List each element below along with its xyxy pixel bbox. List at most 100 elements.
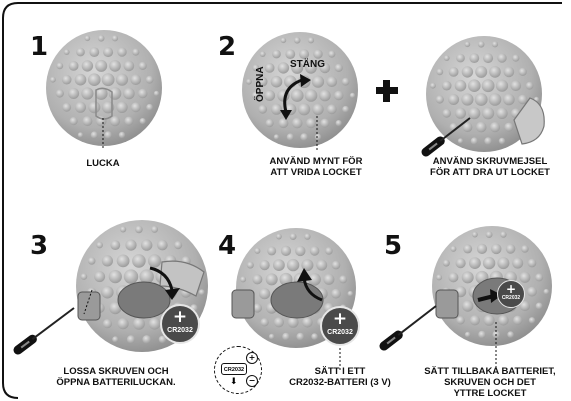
ball-dimple <box>463 244 472 253</box>
ball-dimple <box>448 272 458 282</box>
ball-dimple <box>430 83 436 89</box>
ball-dimple <box>88 73 101 86</box>
ball-dimple <box>258 105 267 114</box>
ball-dimple <box>500 231 506 237</box>
ball-dimple <box>455 80 467 92</box>
ball-dimple <box>138 89 148 99</box>
ball-dimple <box>313 49 322 58</box>
ball-dimple <box>312 76 324 88</box>
ball-dimple <box>112 35 118 41</box>
rotate-close-label: STÄNG <box>290 60 325 70</box>
ball-dimple <box>486 231 493 238</box>
ball-dimple <box>519 272 530 283</box>
ball-dimple <box>154 91 159 96</box>
ball-dimple <box>301 259 313 271</box>
ball-dimple <box>291 89 304 102</box>
ball-dimple <box>278 118 288 128</box>
battery-orientation-inset: CR2032 + − ⬇ <box>214 346 262 394</box>
ball-dimple <box>319 90 331 102</box>
battery-plus-sign: + <box>322 311 358 328</box>
ball-dimple <box>478 331 486 339</box>
rotate-open-label: ÖPPNA <box>256 66 266 102</box>
ball-dimple <box>496 80 508 92</box>
ball-dimple <box>89 47 99 57</box>
ball-dimple <box>102 73 115 86</box>
ball-dimple <box>450 246 456 252</box>
ball-dimple <box>519 68 527 76</box>
ball-dimple <box>483 53 493 63</box>
ball-dimple <box>336 120 342 126</box>
ball-dimple <box>512 258 523 269</box>
ball-dimple <box>148 254 161 267</box>
ball-dimple <box>472 232 478 238</box>
ball-dimple <box>448 94 459 105</box>
ball-dimple <box>327 104 337 114</box>
ball-dimple <box>290 233 297 240</box>
ball-dimple <box>272 50 281 59</box>
ball-dimple <box>498 315 509 326</box>
ball-dimple <box>456 258 466 268</box>
ball-dimple <box>483 257 495 269</box>
ball-dimple <box>484 137 492 145</box>
ball-dimple <box>455 108 466 119</box>
ball-dimple <box>110 116 120 126</box>
ball-dimple <box>133 318 145 330</box>
ball-dimple <box>68 88 79 99</box>
ball-dimple <box>91 131 98 138</box>
ball-dimple <box>142 335 151 344</box>
ball-dimple <box>296 333 304 341</box>
ball-dimple <box>300 133 308 141</box>
ball-dimple <box>69 61 79 71</box>
step-5-caption: SÄTT TILLBAKA BATTERIET, SKRUVEN OCH DET… <box>410 366 570 399</box>
step-number-5: 5 <box>384 233 402 259</box>
ball-dimple <box>475 66 487 78</box>
ball-dimple <box>497 53 506 62</box>
ball-dimple <box>499 138 505 144</box>
ball-dimple <box>468 79 481 92</box>
ball-dimple <box>149 318 161 330</box>
ball-dimple <box>109 270 122 283</box>
ball-dimple <box>527 287 537 297</box>
ball-dimple <box>96 242 103 249</box>
ball-dimple <box>442 109 451 118</box>
ball-dimple <box>240 276 246 282</box>
plus-connector-icon <box>376 80 398 102</box>
ball-dimple <box>308 37 314 43</box>
ball-dimple <box>62 75 72 85</box>
ball-dimple <box>117 47 126 56</box>
battery-plus-sign: + <box>498 283 524 295</box>
battery-plus-sign: + <box>162 309 198 326</box>
step-3-caption: LOSSA SKRUVEN OCH ÖPPNA BATTERILUCKAN. <box>36 366 196 388</box>
ball-dimple <box>273 259 285 271</box>
ball-dimple <box>285 49 295 59</box>
ball-dimple <box>316 260 327 271</box>
ball-dimple <box>266 119 274 127</box>
ball-dimple <box>497 257 509 269</box>
ball-dimple <box>304 233 310 239</box>
ball-dimple <box>109 87 122 100</box>
ball-dimple <box>342 78 350 86</box>
ball-dimple <box>81 273 88 280</box>
ball-dimple <box>512 55 519 62</box>
ball-dimple <box>535 273 543 281</box>
ball-dimple <box>76 48 85 57</box>
ball-dimple <box>465 332 471 338</box>
ball-dimple <box>265 63 275 73</box>
ball-dimple <box>246 79 252 85</box>
ball-dimple <box>287 133 294 140</box>
ball-dimple <box>124 117 133 126</box>
ball-dimple <box>140 118 146 124</box>
ball-dimple <box>271 76 283 88</box>
ball-dimple <box>276 234 282 240</box>
ball-dimple <box>56 89 64 97</box>
step-number-1: 1 <box>30 34 48 60</box>
ball-dimple <box>247 262 254 269</box>
ball-dimple <box>468 107 480 119</box>
ball-dimple <box>299 49 309 59</box>
ball-dimple <box>274 134 279 139</box>
battery-label: CR2032 <box>162 326 198 335</box>
ball-dimple <box>131 74 142 85</box>
ball-dimple <box>269 334 275 340</box>
ball-dimple <box>302 317 313 328</box>
